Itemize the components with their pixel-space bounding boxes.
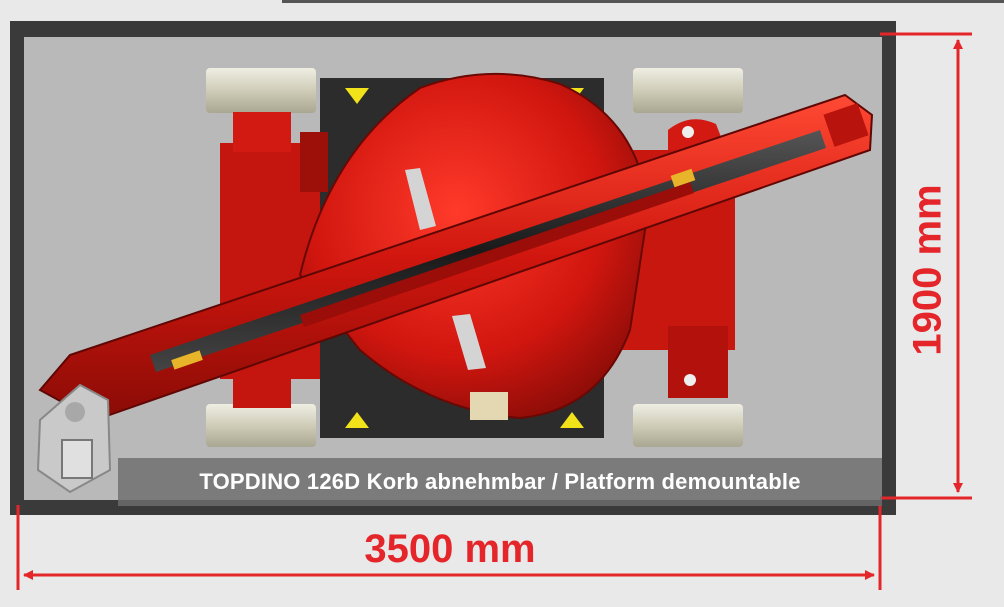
wheel-rear-right (633, 404, 743, 447)
wheel-rear-left (206, 404, 316, 447)
height-dimension-label: 1900 mm (905, 184, 950, 356)
wheels (206, 68, 743, 447)
wheel-front-right (633, 68, 743, 113)
height-dimension (880, 32, 972, 500)
width-dimension (16, 505, 882, 590)
counterweight-slot (470, 392, 508, 420)
basket-mount (36, 383, 112, 494)
wheel-front-left (206, 68, 316, 113)
body-opening-top (405, 168, 436, 230)
machine-caption: TOPDINO 126D Korb abnehmbar / Platform d… (118, 458, 882, 506)
width-dimension-label: 3500 mm (364, 527, 536, 571)
body-opening-bottom (452, 314, 486, 370)
top-edge-bar (282, 0, 1004, 3)
telescopic-boom (38, 93, 874, 422)
